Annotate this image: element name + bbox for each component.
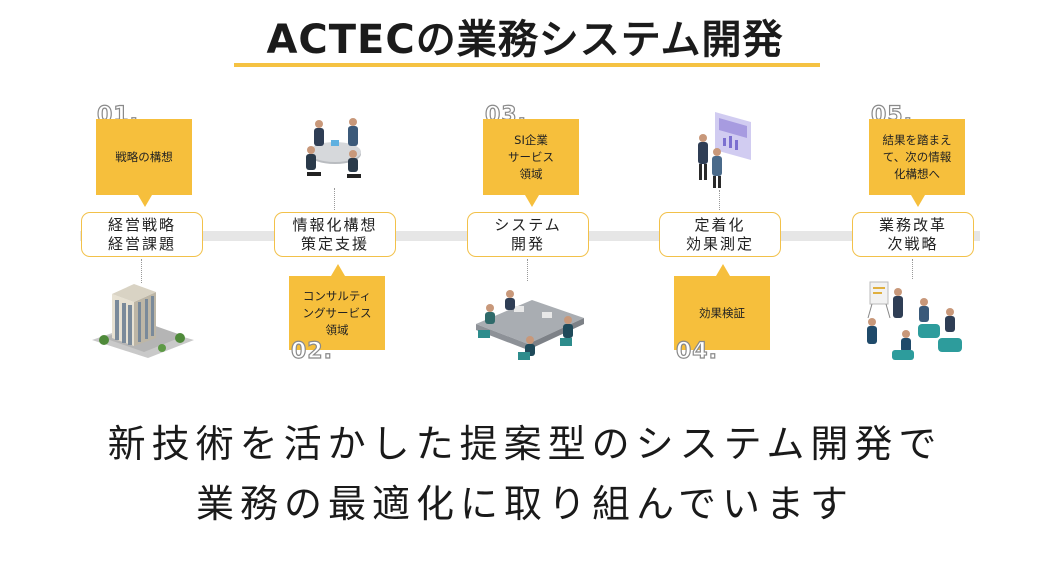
business-meeting-icon [306, 118, 361, 178]
step-connector-4a [719, 190, 720, 210]
step-box-5: 業務改革 次戦略 [852, 212, 974, 257]
step-connector-1 [141, 259, 142, 283]
title-underline [234, 63, 820, 67]
step-box-4: 定着化 効果測定 [659, 212, 781, 257]
step-number-2: 02. [290, 339, 333, 364]
step-note-1: 戦略の構想 [96, 119, 192, 207]
step-number-4: 04. [675, 339, 718, 364]
tagline-line-2: 業務の最適化に取り組んでいます [195, 482, 855, 526]
step-box-3: システム 開発 [467, 212, 589, 257]
step-note-2: コンサルティ ングサービス 領域 [289, 264, 385, 350]
step-connector-5 [912, 259, 913, 279]
step-connector-3 [527, 259, 528, 281]
step-note-5: 結果を踏まえ て、次の情報 化構想へ [869, 119, 965, 207]
step-note-3: SI企業 サービス 領域 [483, 119, 579, 207]
office-building-icon [92, 284, 194, 358]
step-note-4: 効果検証 [674, 264, 770, 350]
team-discussion-icon [867, 281, 962, 360]
development-team-icon [476, 290, 584, 360]
step-box-1: 経営戦略 経営課題 [81, 212, 203, 257]
data-analysis-icon [698, 112, 751, 188]
step-connector-2a [334, 188, 335, 210]
tagline-line-1: 新技術を活かした提案型のシステム開発で [107, 422, 943, 466]
page-title: ACTECの業務システム開発 [266, 17, 784, 63]
step-box-2: 情報化構想 策定支援 [274, 212, 396, 257]
